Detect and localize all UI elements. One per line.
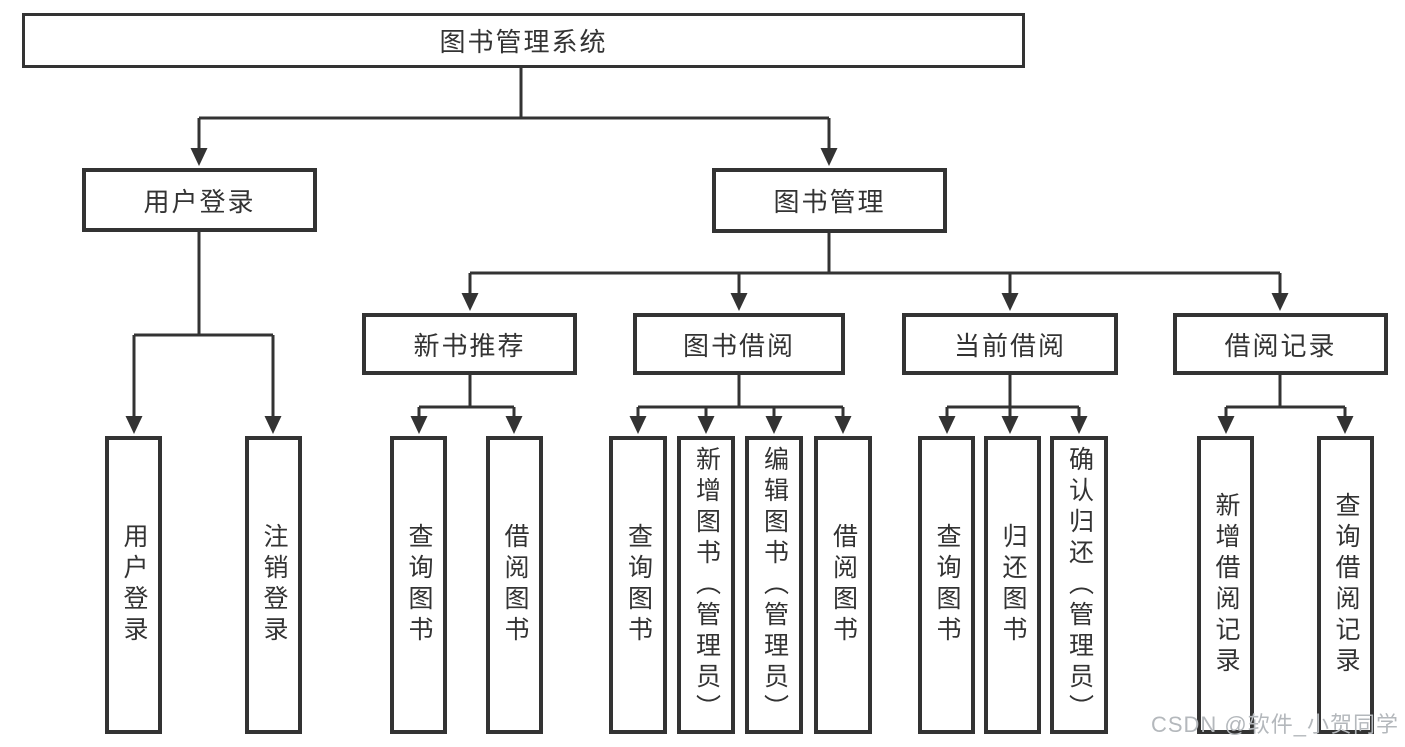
node-borrow-records-label: 借阅记录 <box>1224 330 1337 361</box>
leaf-query-borrow-record: 查询借阅记录 <box>1317 436 1374 734</box>
node-library-system-label: 图书管理系统 <box>439 27 608 57</box>
wire-borrow <box>636 375 845 421</box>
leaf-confirm-return-admin: 确认归还（管理员） <box>1050 436 1108 734</box>
node-new-book-recommend: 新书推荐 <box>362 313 577 375</box>
node-user-login: 用户登录 <box>82 168 317 232</box>
node-borrow-records: 借阅记录 <box>1173 313 1388 375</box>
wire-records <box>1224 375 1347 421</box>
node-book-borrowing-label: 图书借阅 <box>682 330 795 361</box>
leaf-borrow-books-rec: 借阅图书 <box>486 436 543 734</box>
leaf-query-books-borrow-label: 查询图书 <box>624 523 653 647</box>
leaf-logout: 注销登录 <box>245 436 302 734</box>
wire-current <box>945 375 1081 421</box>
leaf-query-borrow-record-label: 查询借阅记录 <box>1332 492 1360 678</box>
leaf-query-books-current-label: 查询图书 <box>933 523 961 647</box>
leaf-user-login: 用户登录 <box>105 436 162 734</box>
wire-rec <box>417 375 516 421</box>
leaf-logout-label: 注销登录 <box>260 523 288 647</box>
leaf-edit-books-admin: 编辑图书（管理员） <box>745 436 803 734</box>
leaf-borrow-books-label: 借阅图书 <box>829 523 858 647</box>
leaf-user-login-label: 用户登录 <box>120 523 148 647</box>
leaf-add-books-admin: 新增图书（管理员） <box>677 436 735 734</box>
leaf-query-books-rec-label: 查询图书 <box>405 523 433 647</box>
node-user-login-label: 用户登录 <box>143 186 256 217</box>
wire-root <box>197 68 831 153</box>
watermark: CSDN @软件_小贺同学 <box>1150 712 1399 737</box>
node-current-borrowing-label: 当前借阅 <box>953 330 1066 361</box>
leaf-borrow-books: 借阅图书 <box>814 436 872 734</box>
node-library-system: 图书管理系统 <box>22 13 1025 68</box>
wire-login <box>132 232 275 421</box>
leaf-borrow-books-rec-label: 借阅图书 <box>501 523 529 647</box>
leaf-query-books-borrow: 查询图书 <box>609 436 667 734</box>
leaf-add-borrow-record: 新增借阅记录 <box>1197 436 1254 734</box>
leaf-edit-books-admin-label: 编辑图书（管理员） <box>760 445 789 725</box>
leaf-add-borrow-record-label: 新增借阅记录 <box>1212 492 1240 678</box>
node-current-borrowing: 当前借阅 <box>902 313 1118 375</box>
node-book-borrowing: 图书借阅 <box>633 313 845 375</box>
node-book-management-label: 图书管理 <box>773 187 886 217</box>
node-new-book-recommend-label: 新书推荐 <box>413 330 526 361</box>
node-book-management: 图书管理 <box>712 168 947 233</box>
leaf-return-books-label: 归还图书 <box>999 523 1027 647</box>
leaf-query-books-current: 查询图书 <box>918 436 975 734</box>
leaf-confirm-return-admin-label: 确认归还（管理员） <box>1065 445 1094 725</box>
leaf-add-books-admin-label: 新增图书（管理员） <box>692 445 721 725</box>
leaf-query-books-rec: 查询图书 <box>390 436 447 734</box>
wire-mgmt <box>468 233 1282 299</box>
leaf-return-books: 归还图书 <box>984 436 1041 734</box>
